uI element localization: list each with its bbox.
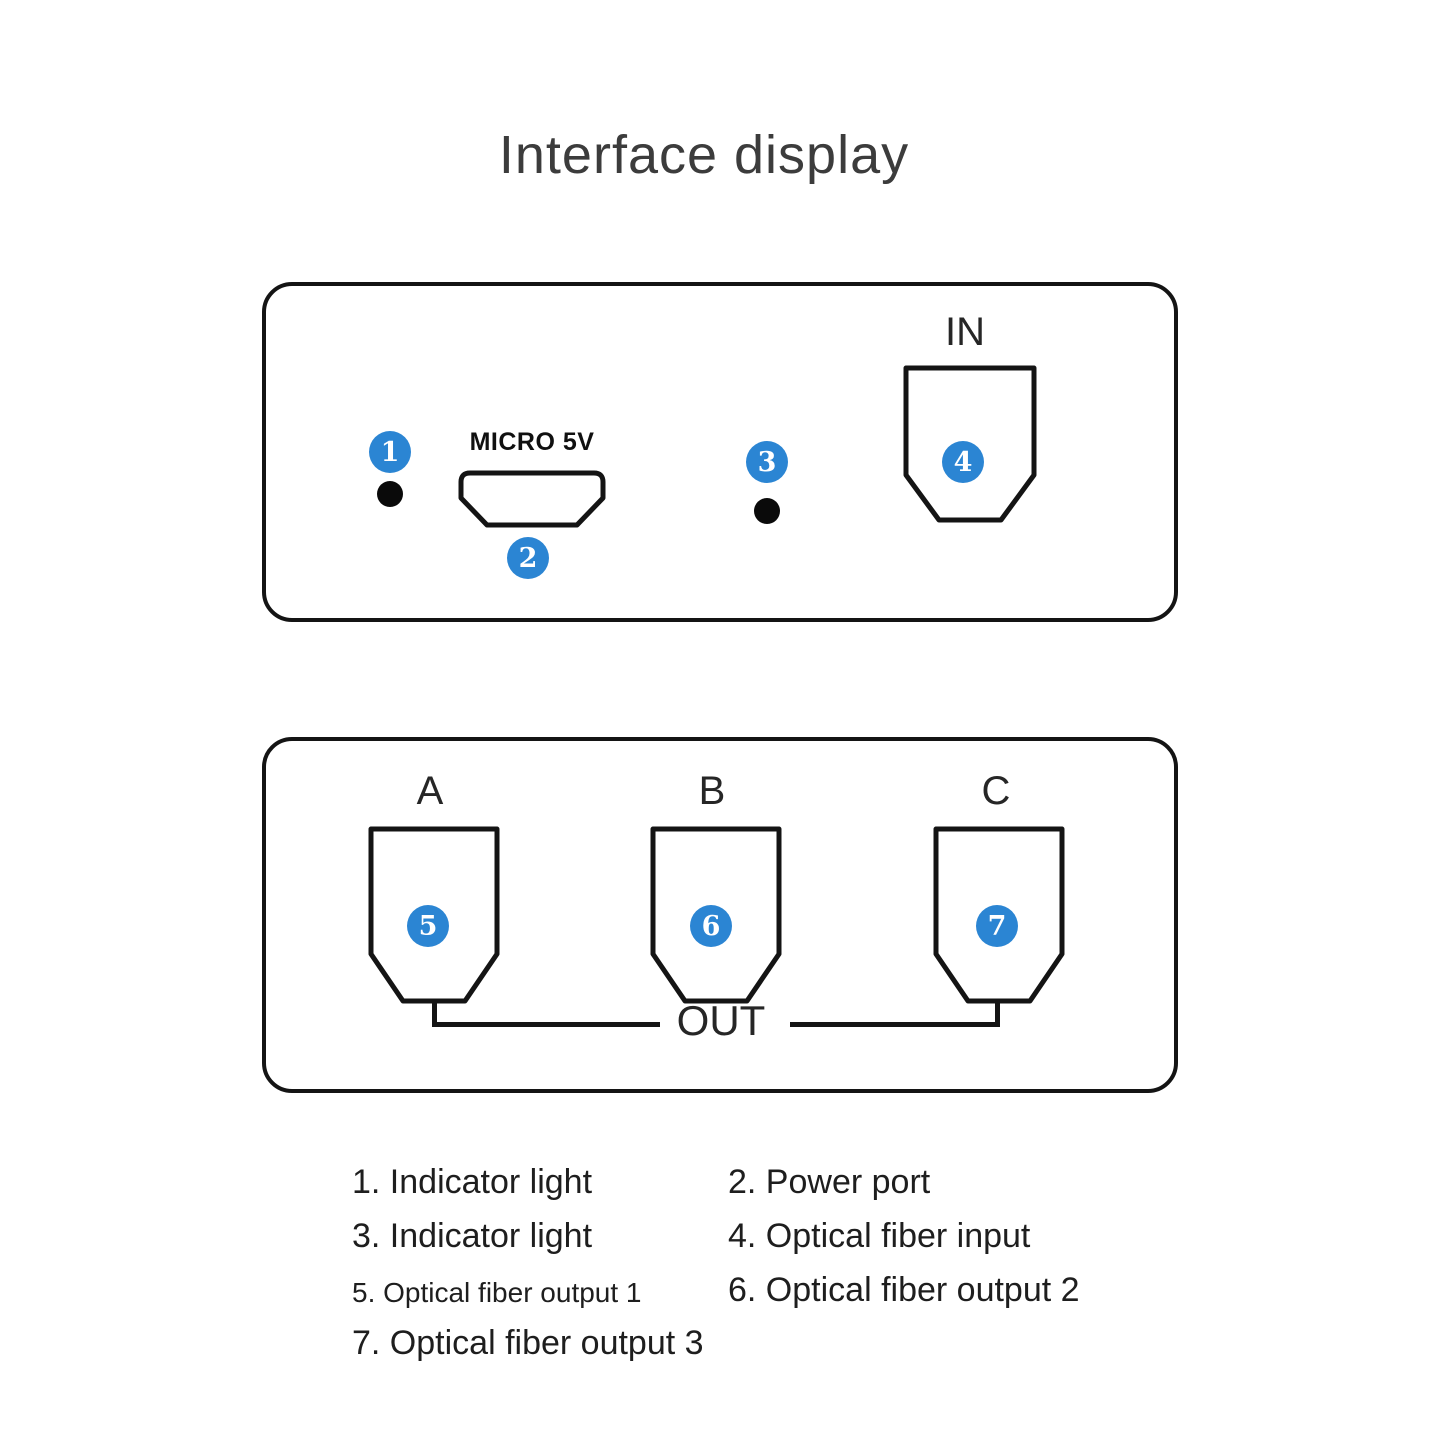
legend-item-7: 7. Optical fiber output 3 xyxy=(352,1324,704,1362)
indicator-light-1 xyxy=(377,481,403,507)
out-bracket-right-stub xyxy=(995,1002,1000,1027)
top-panel: 1 MICRO 5V 2 3 IN 4 xyxy=(262,282,1178,622)
port-c-label: C xyxy=(981,769,1011,813)
badge-4: 4 xyxy=(942,441,984,483)
diagram-title: Interface display xyxy=(498,125,910,185)
legend-item-3: 3. Indicator light xyxy=(352,1217,593,1255)
legend-item-5: 5. Optical fiber output 1 xyxy=(352,1277,642,1308)
badge-6: 6 xyxy=(690,905,732,947)
badge-5: 5 xyxy=(407,905,449,947)
out-bracket-left-stub xyxy=(432,1002,437,1027)
badge-7: 7 xyxy=(976,905,1018,947)
micro-usb-port-icon xyxy=(458,470,606,528)
port-b-label: B xyxy=(698,769,726,813)
badge-1: 1 xyxy=(369,431,411,473)
out-bracket-left-line xyxy=(432,1022,660,1027)
in-label: IN xyxy=(945,310,985,354)
out-bracket-right-line xyxy=(790,1022,1000,1027)
micro-5v-label: MICRO 5V xyxy=(469,428,595,456)
indicator-light-3 xyxy=(754,498,780,524)
legend-item-6: 6. Optical fiber output 2 xyxy=(728,1271,1080,1309)
legend-item-4: 4. Optical fiber input xyxy=(728,1217,1031,1255)
bottom-panel: A B C 5 6 7 OUT xyxy=(262,737,1178,1093)
port-a-label: A xyxy=(416,769,444,813)
out-label: OUT xyxy=(676,997,766,1044)
badge-3: 3 xyxy=(746,441,788,483)
legend-item-2: 2. Power port xyxy=(728,1163,931,1201)
legend-item-1: 1. Indicator light xyxy=(352,1163,593,1201)
badge-2: 2 xyxy=(507,537,549,579)
